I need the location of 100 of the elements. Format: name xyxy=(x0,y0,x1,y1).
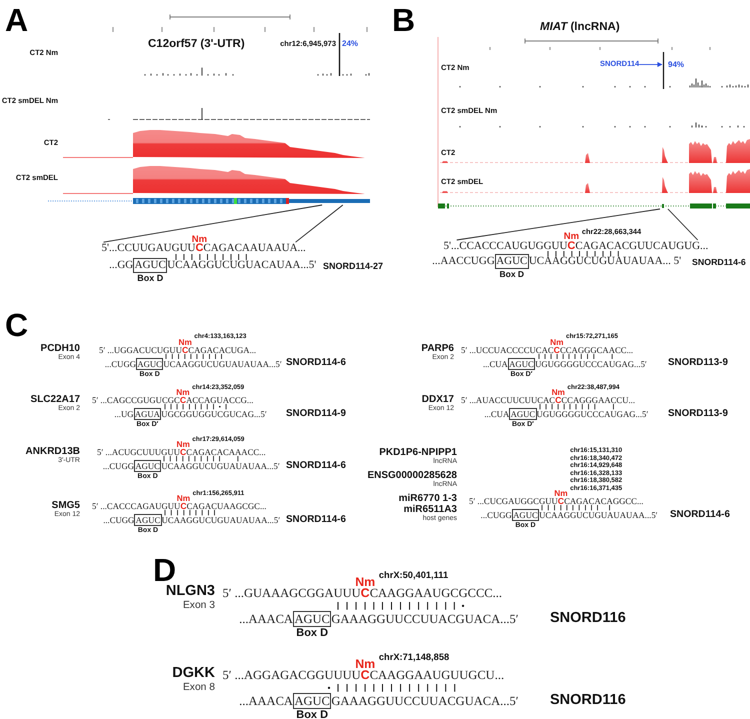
target-rna-sequence: 5′ ...AUACCUUCUUCACCCCAGGGAACCU... xyxy=(461,395,636,405)
guide-rna-sequence: GAAAGGUUCCUUACGUACA...5′ xyxy=(331,612,518,626)
zoom-line xyxy=(103,204,323,243)
gene-name: PKD1P6-NPIPP1 xyxy=(379,447,457,458)
guide-rna-sequence: UCAAGGUCUGUAUAUAA... 5' xyxy=(528,255,682,268)
boxed-sequence-motif: AGUC xyxy=(509,408,537,420)
gene-name: DGKK xyxy=(172,666,215,682)
target-rna-sequence: 5′ ...ACUGCUUUGUUCCAGACACAAACC... xyxy=(97,447,266,457)
panel-title: MIAT (lncRNA) xyxy=(540,21,620,34)
gene-name: PARP6 xyxy=(421,343,454,354)
panel-letter: D xyxy=(153,554,176,586)
guide-rna-sequence: UCAAGGUCUGUAUAUAA...5′ xyxy=(163,358,282,368)
guide-rna-sequence: ...CUGG xyxy=(480,510,512,520)
snorna-name: SNORD116 xyxy=(550,611,626,626)
guide-rna-sequence: UGUGGGGUCCCAUGAG...5′ xyxy=(535,358,647,368)
guide-rna-sequence: UCAAGGUCUGUAUAUAA...5′ xyxy=(539,510,658,520)
modification-label: Nm xyxy=(176,494,190,502)
genomic-coordinate: chrX:50,401,111 xyxy=(378,570,448,580)
boxed-sequence-motif: AGUC xyxy=(134,460,162,472)
guide-rna-sequence: ...AAACA xyxy=(239,612,293,626)
motif-label: Box D xyxy=(296,710,328,719)
gene-name: ANKRD13B xyxy=(26,446,80,457)
motif-label: Box D xyxy=(296,628,328,640)
modification-label: Nm xyxy=(355,658,376,670)
snorna-name: SNORD114-27 xyxy=(323,262,384,271)
modification-label: Nm xyxy=(176,440,190,448)
target-rna-sequence: 5′ ...AGGAGACGGUUUUCCAAGGAAUGUUGCU... xyxy=(222,668,504,682)
target-rna-sequence: 5'...CCUUGAUGUUCCAGACAAUAAUA... xyxy=(102,242,306,255)
boxed-sequence-motif: AGUA xyxy=(134,408,162,420)
modification-label: Nm xyxy=(554,489,568,498)
target-rna-sequence: 5′ ...UCCUACCCCUCACCCCAGGGCAACC... xyxy=(461,344,634,354)
snorna-name: SNORD114-6 xyxy=(286,460,346,470)
gene-name: miR6770 1-3 xyxy=(398,493,457,504)
gene-model-bar xyxy=(48,197,372,205)
guide-rna-sequence: UGUGGGGUCCCAUGAG...5′ xyxy=(536,409,648,419)
target-rna-sequence: 5′ ...GUAAAGCGGAUUUCCAAGGAAUGCGCCC... xyxy=(222,586,502,600)
guide-rna-sequence: GAAAGGUUCCUUACGUACA...5′ xyxy=(331,694,518,708)
zoom-line xyxy=(295,204,344,243)
modification-label: Nm xyxy=(355,576,376,588)
guide-rna-sequence: ...CUA xyxy=(482,358,508,368)
modification-label: Nm xyxy=(176,388,190,396)
target-rna-sequence: 5'...CCACCCAUGUGGUUCCAGACACGUUCAUGUG... xyxy=(444,240,708,253)
zoom-line xyxy=(668,208,698,240)
gene-name: ENSG00000285628 xyxy=(367,470,457,482)
gene-name: NLGN3 xyxy=(166,584,215,600)
gene-name: SMG5 xyxy=(52,500,80,511)
guide-rna-sequence: ...AAACA xyxy=(239,694,293,708)
snorna-name: SNORD114-6 xyxy=(286,514,346,524)
modification-label: Nm xyxy=(178,338,192,346)
boxed-sequence-motif: AGUC xyxy=(136,358,164,370)
boxed-sequence-motif: AGUC xyxy=(292,693,332,710)
genomic-coordinate: chrX:71,148,858 xyxy=(378,652,450,662)
snorna-name: SNORD114-6 xyxy=(670,510,730,520)
target-rna-sequence: 5′ ...CACCCAGAUGUUCCAGACUAAGCGC... xyxy=(92,501,266,511)
snorna-name: SNORD113-9 xyxy=(668,358,728,368)
panel-letter: A xyxy=(5,4,28,36)
boxed-sequence-motif: AGUC xyxy=(512,509,540,521)
boxed-sequence-motif: AGUC xyxy=(133,258,168,273)
motif-label: Box D xyxy=(137,274,164,283)
panel-title: C12orf57 (3'-UTR) xyxy=(148,38,245,51)
panel-letter: B xyxy=(392,4,416,36)
gene-name: DDX17 xyxy=(422,394,454,405)
snorna-name: SNORD114-6 xyxy=(692,258,746,266)
modification-label: Nm xyxy=(550,338,564,346)
pointer-arrow xyxy=(638,62,662,68)
snorna-name: SNORD114-6 xyxy=(286,358,346,368)
zoom-line xyxy=(456,208,660,240)
guide-rna-sequence: ...GG xyxy=(109,259,134,272)
gene-feature-label: Exon 8 xyxy=(182,682,215,694)
guide-rna-sequence: ...CUGG xyxy=(103,515,134,525)
percentage-label: 94% xyxy=(668,61,684,70)
panel-letter: C xyxy=(5,309,28,341)
gene-name: SLC22A17 xyxy=(30,394,80,405)
snorna-name: SNORD116 xyxy=(550,693,626,708)
guide-rna-sequence: ...UG xyxy=(114,409,134,419)
motif-label: Box D xyxy=(500,270,524,278)
boxed-sequence-motif: AGUC xyxy=(134,514,162,526)
target-rna-sequence: 5′ ...CAGCCGUGUCGCCACCAGUACCG... xyxy=(92,395,254,405)
snorna-name: SNORD113-9 xyxy=(668,408,728,418)
nm-peak-line xyxy=(662,52,665,89)
gene-model-bar xyxy=(438,203,750,209)
modification-label: Nm xyxy=(192,234,208,244)
guide-rna-sequence: UGCGGUGGUCGUCAG...5′ xyxy=(161,409,267,419)
snorna-name: SNORD114-9 xyxy=(286,408,346,418)
modification-label: Nm xyxy=(564,232,580,242)
gene-name: miR6511A3 xyxy=(404,504,457,516)
guide-rna-sequence: UCAAGGUCUGUAUAUAA...5′ xyxy=(162,515,280,525)
guide-rna-sequence: ...CUGG xyxy=(102,461,134,471)
boxed-sequence-motif: AGUC xyxy=(494,254,529,269)
modification-label: Nm xyxy=(552,388,565,396)
target-rna-sequence: 5′ ...UGGACUCUGUUCCAGACACUGA... xyxy=(99,344,256,354)
guide-rna-sequence: ...AACCUGG xyxy=(432,255,495,268)
gene-name: PCDH10 xyxy=(40,343,80,354)
boxed-sequence-motif: AGUC xyxy=(508,358,536,370)
percentage-label: 24% xyxy=(342,40,358,49)
gene-feature-label: Exon 3 xyxy=(182,600,215,612)
guide-rna-sequence: ...CUGG xyxy=(104,358,136,368)
guide-rna-sequence: ...CUA xyxy=(484,409,510,419)
target-rna-sequence: 5′ ...CUCGAUGGCGUUCCAGACACAGGCC... xyxy=(469,496,644,506)
guide-rna-sequence: UCAAGGUCUGUACAUAA...5' xyxy=(167,259,316,272)
